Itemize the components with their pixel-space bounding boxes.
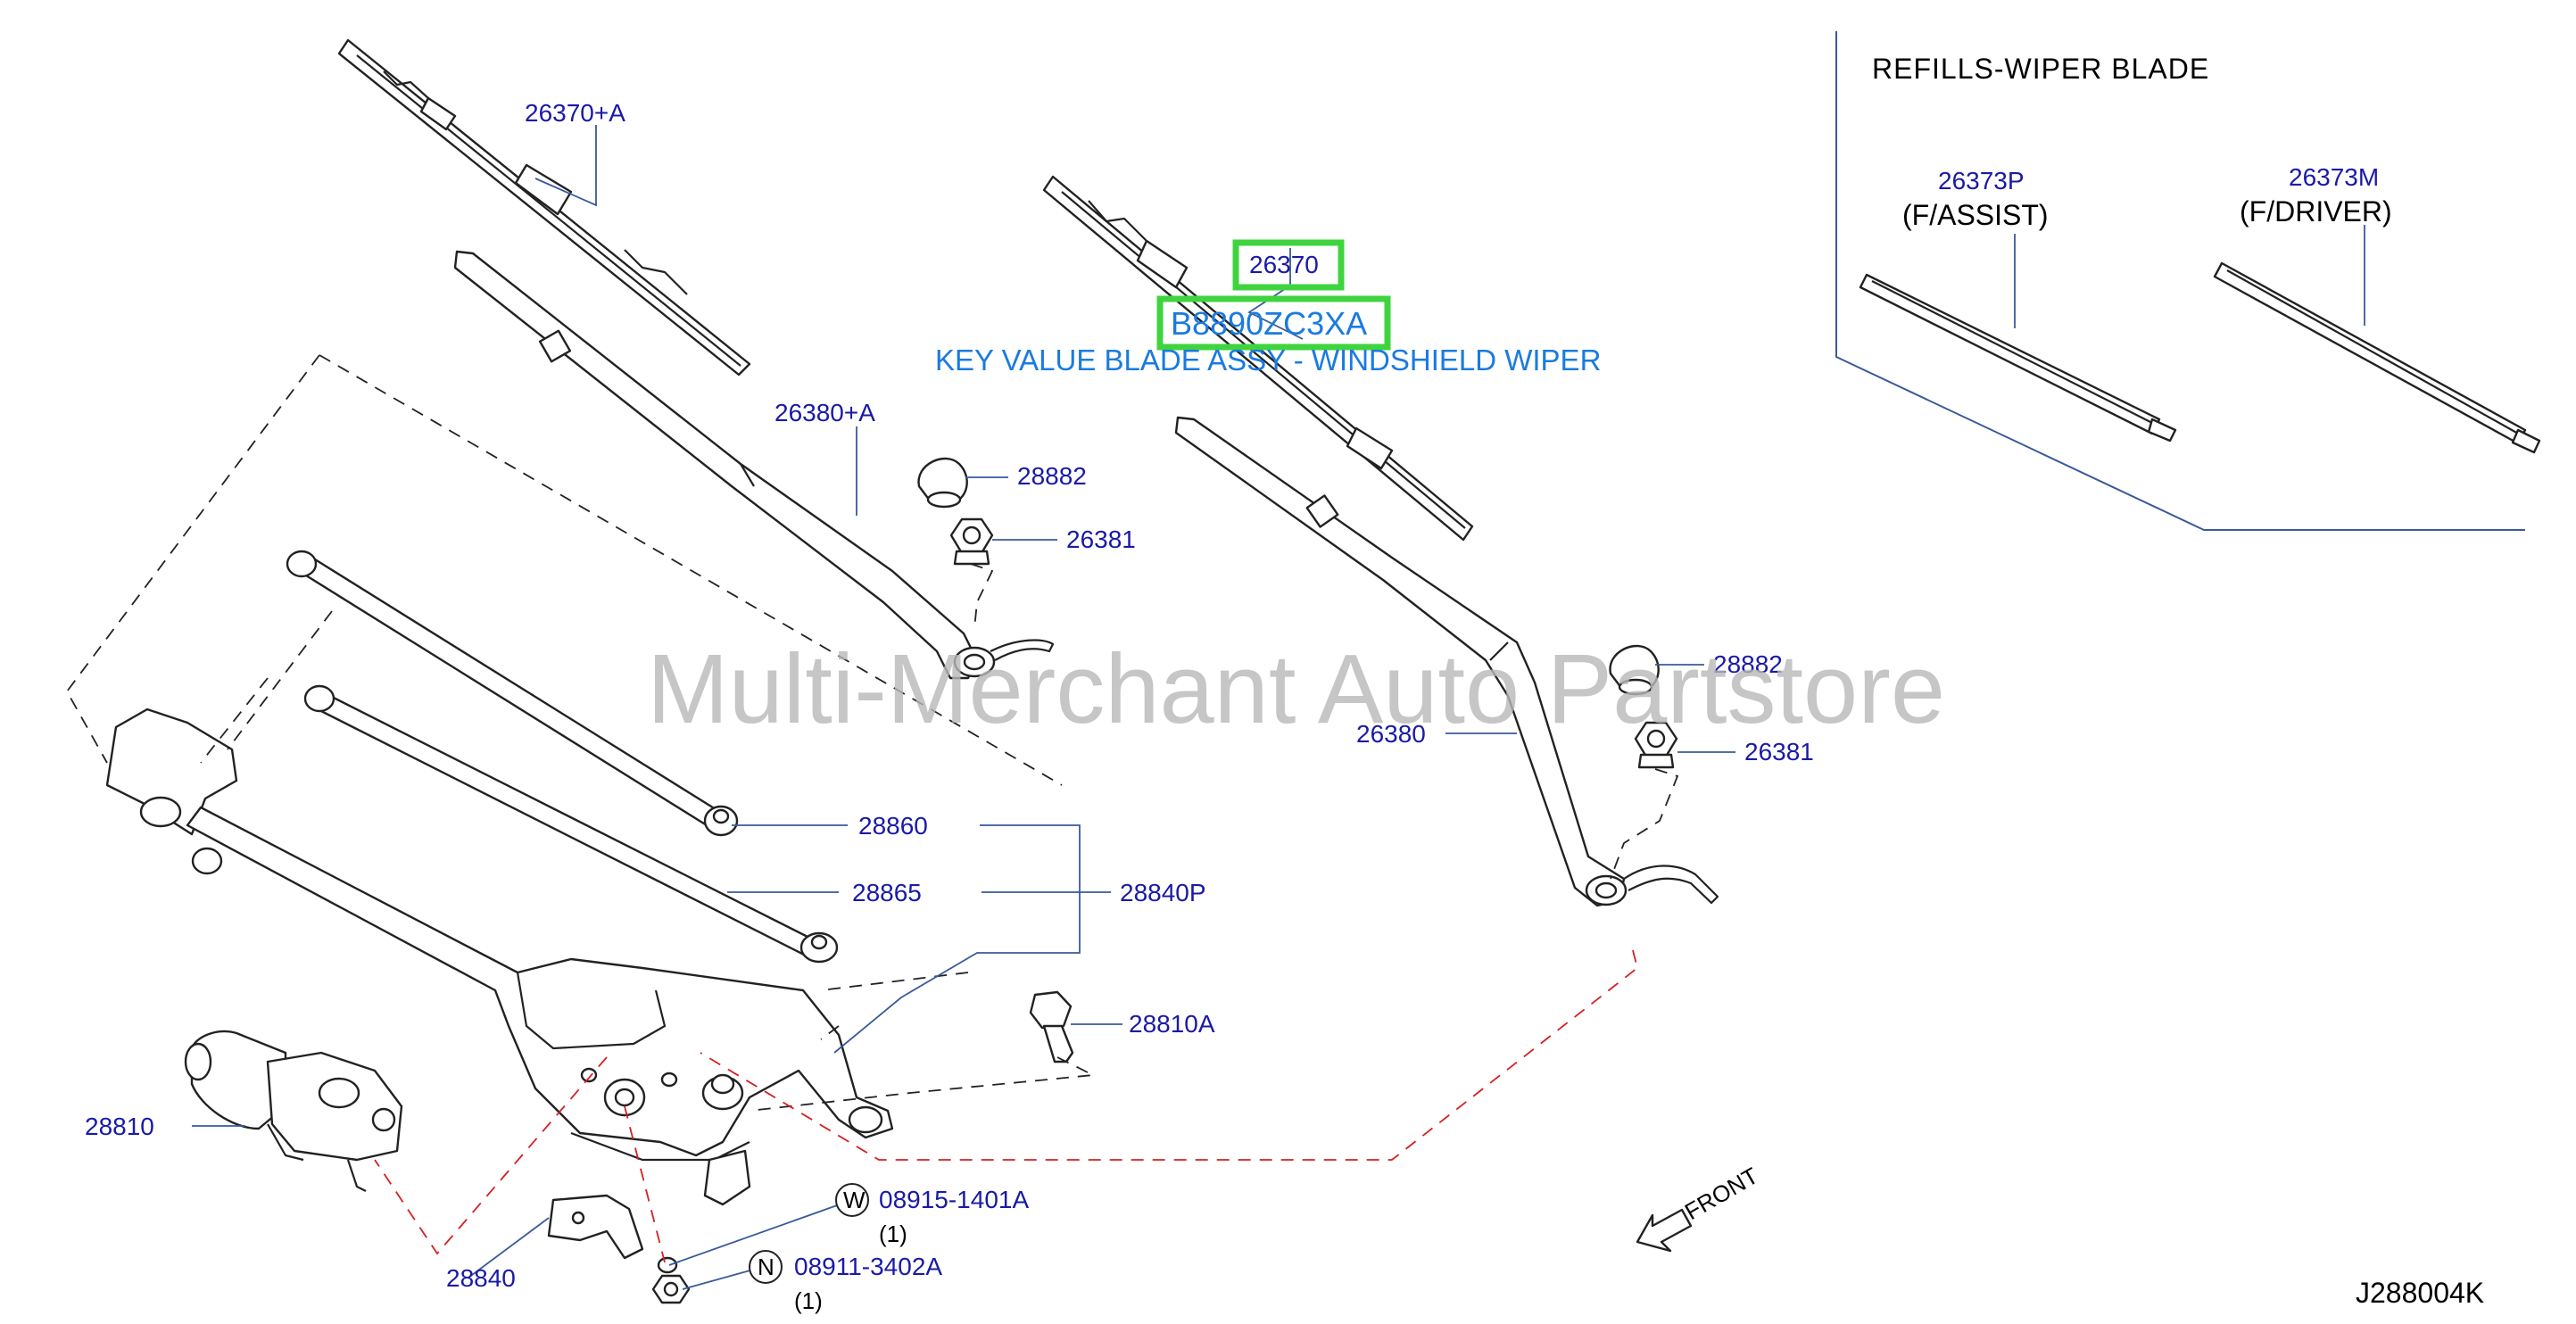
highlight-part-label[interactable]: 26370: [1249, 251, 1319, 278]
label-26381-lower[interactable]: 26381: [1744, 738, 1814, 765]
refill-position-assist: (F/ASSIST): [1902, 199, 2049, 231]
label-26381-upper[interactable]: 26381: [1066, 525, 1136, 553]
label-26370A[interactable]: 26370+A: [525, 99, 625, 127]
label-28810[interactable]: 28810: [85, 1113, 154, 1140]
wiper-arm-left[interactable]: [453, 250, 1055, 680]
pivot-nut-lower[interactable]: [1634, 721, 1678, 769]
diagram-code: J288004K: [2356, 1277, 2484, 1309]
highlight-pn-box: [1156, 295, 1391, 351]
w-circle-letter: W: [843, 1187, 866, 1213]
label-28865[interactable]: 28865: [852, 879, 922, 906]
wiper-motor[interactable]: [184, 1030, 403, 1192]
n-circle-letter: N: [758, 1254, 774, 1280]
highlight-part-box: [1232, 239, 1345, 291]
label-28882-upper[interactable]: 28882: [1017, 462, 1087, 490]
pivot-cap-upper[interactable]: [917, 457, 968, 509]
link-rod-upper[interactable]: [286, 550, 739, 837]
label-08915[interactable]: 08915-1401A: [879, 1186, 1029, 1213]
pivot-cap-lower[interactable]: [1609, 644, 1660, 696]
link-rod-lower[interactable]: [303, 684, 839, 964]
w-circle-icon: [835, 1183, 869, 1217]
qty-08915: (1): [879, 1221, 907, 1247]
refills-frame: [1835, 31, 2525, 531]
pivot-nut-upper[interactable]: [949, 517, 994, 566]
label-28810A[interactable]: 28810A: [1129, 1010, 1215, 1038]
wiper-blade-right[interactable]: [1042, 175, 1474, 542]
label-26380[interactable]: 26380: [1356, 720, 1426, 748]
label-26380A[interactable]: 26380+A: [774, 399, 875, 426]
label-28840P[interactable]: 28840P: [1120, 879, 1206, 906]
qty-08911: (1): [794, 1287, 823, 1314]
front-arrow-icon: [1636, 1208, 1693, 1253]
watermark: Multi-Merchant Auto Partstore: [647, 634, 1945, 744]
label-28860[interactable]: 28860: [858, 812, 928, 840]
label-08911[interactable]: 08911-3402A: [794, 1253, 942, 1280]
refill-part-assist[interactable]: 26373P: [1938, 167, 2025, 194]
refill-part-driver[interactable]: 26373M: [2289, 163, 2379, 191]
refill-strip-assist[interactable]: [1859, 273, 2177, 443]
highlight-part-number[interactable]: B8890ZC3XA: [1171, 305, 1367, 342]
front-label: FRONT: [1680, 1162, 1763, 1225]
wiper-blade-left[interactable]: [337, 38, 751, 377]
refill-strip-driver[interactable]: [2213, 261, 2541, 454]
mounting-bolt[interactable]: [1029, 990, 1074, 1063]
n-circle-icon: [749, 1250, 783, 1284]
label-28882-lower[interactable]: 28882: [1713, 650, 1783, 678]
main-linkage[interactable]: [105, 708, 894, 1206]
motor-bracket[interactable]: [547, 1194, 644, 1260]
refill-position-driver: (F/DRIVER): [2240, 195, 2392, 228]
highlight-key-value: KEY VALUE BLADE ASSY - WINDSHIELD WIPER: [935, 343, 1601, 377]
refills-title: REFILLS-WIPER BLADE: [1872, 53, 2209, 85]
wiper-arm-right[interactable]: [1174, 416, 1719, 907]
hex-nut[interactable]: [651, 1274, 691, 1304]
label-28840[interactable]: 28840: [446, 1264, 516, 1292]
washer[interactable]: [657, 1256, 678, 1274]
